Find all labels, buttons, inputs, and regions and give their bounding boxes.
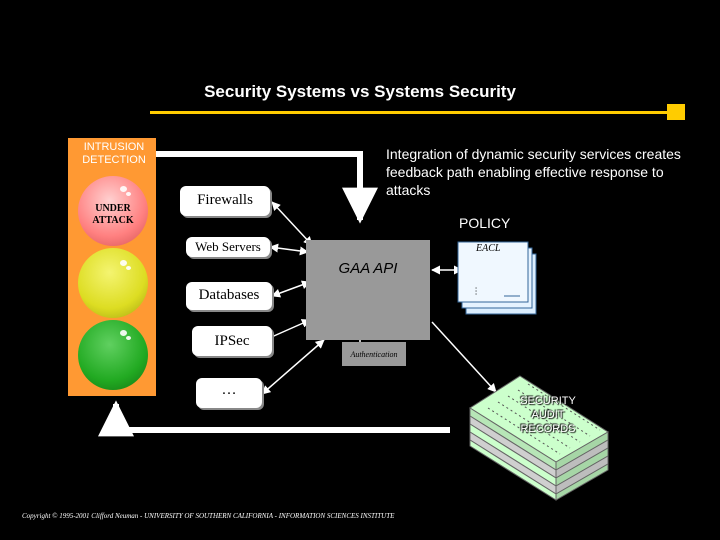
databases-box — [186, 282, 272, 310]
arrow-more-gaa — [261, 339, 325, 395]
intrusion-detection-label: INTRUSION DETECTION — [82, 141, 146, 166]
audit-records-stack — [469, 375, 609, 501]
firewalls-box — [180, 186, 270, 216]
more-services-label: … — [221, 382, 237, 398]
databases-label: Databases — [198, 287, 260, 303]
green-light — [78, 320, 148, 390]
authentication-label: Authentication — [350, 350, 398, 359]
title-underline — [150, 111, 670, 114]
title-underline-end-block — [667, 104, 685, 120]
gaa-api-box — [306, 240, 430, 340]
authentication-box — [342, 342, 406, 366]
arrow-firewalls-gaa — [271, 201, 313, 246]
ipsec-label: IPSec — [214, 333, 250, 349]
under-attack-text: UNDER ATTACK — [92, 203, 134, 226]
web-servers-box — [186, 237, 270, 257]
security-audit-records-label: SECURITY AUDIT RECORDS — [520, 395, 576, 435]
arrow-webservers-gaa — [269, 243, 309, 256]
copyright-footer: Copyright © 1995-2001 Clifford Neuman - … — [22, 512, 395, 520]
gaa-api-label: GAA API — [338, 260, 398, 277]
arrow-gaa-audit — [431, 321, 497, 393]
feedback-arrow-bottom — [98, 400, 450, 437]
policy-document-stack — [457, 241, 537, 315]
ipsec-box — [192, 326, 272, 356]
policy-label: POLICY — [459, 215, 511, 231]
firewalls-label: Firewalls — [197, 192, 253, 208]
web-servers-label: Web Servers — [195, 239, 261, 254]
arrow-databases-gaa — [271, 280, 311, 298]
red-light — [78, 176, 148, 246]
more-services-box — [196, 378, 262, 408]
slide-title: Security Systems vs Systems Security — [204, 82, 516, 101]
eacl-label: EACL — [476, 243, 501, 254]
policy-ellipsis: … — [473, 286, 484, 296]
feedback-arrow-top — [156, 151, 378, 224]
integration-description: Integration of dynamic security services… — [386, 146, 681, 198]
yellow-light — [78, 248, 148, 318]
